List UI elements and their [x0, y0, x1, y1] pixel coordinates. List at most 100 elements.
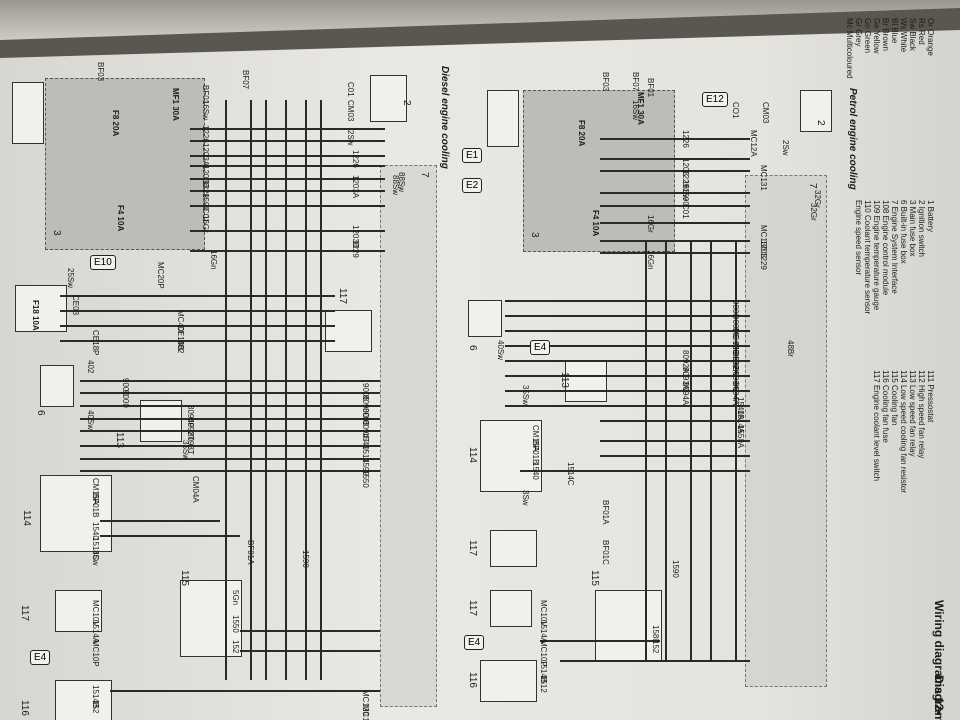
wire [285, 100, 287, 680]
colour-key-entry: Rs Red [917, 18, 926, 45]
component-key-entry: 7 Engine System Interface [890, 200, 899, 294]
wire-label: 1203A [201, 143, 210, 167]
wire [80, 392, 380, 394]
wire [190, 205, 385, 207]
wire [600, 440, 750, 442]
wire-label: 1229 [759, 252, 768, 270]
comp-num-115-petrol: 117 [467, 600, 478, 616]
earth-tag-e2: E2 [462, 178, 483, 193]
comp-num-2-petrol: 2 [815, 120, 826, 126]
colour-key-entry: Gn Green [863, 18, 872, 54]
wire-label: CM04A [191, 476, 200, 503]
component-key-entry: 3 Main fuse box [908, 200, 917, 257]
diesel-main-fuse-box [45, 78, 205, 250]
wire [645, 240, 647, 660]
wire-label: 1550 [231, 615, 240, 633]
wire [690, 240, 692, 660]
wire [240, 630, 380, 632]
comp-num-115-diesel: 117 [19, 605, 30, 621]
wire [80, 418, 380, 420]
petrol-fan-fuse [490, 530, 537, 567]
petrol-battery [487, 90, 519, 147]
component-key-entry: 117 Engine coolant level switch [872, 370, 881, 482]
wire-label: 16Gn [646, 250, 655, 270]
wire [505, 390, 750, 392]
wire [320, 100, 322, 680]
wire [190, 250, 385, 252]
wire-label: 1512 [539, 675, 548, 693]
wire-label: 1550A [736, 425, 745, 449]
diesel-coolant-level-switch [325, 310, 372, 352]
comp-num-117-diesel: 117 [337, 288, 348, 304]
wire [505, 330, 750, 332]
wire-label: 32Gr [813, 190, 822, 208]
comp-num-112-petrol: 114 [467, 447, 478, 463]
diesel-fuse-f4: F4 10A [116, 205, 125, 232]
wire-label: 1580 [651, 625, 660, 643]
wire-label: CE18P [91, 330, 100, 356]
component-key-entry: 2 Ignition switch [917, 200, 926, 257]
comp-num-111-petrol: 113 [559, 372, 570, 388]
wire [190, 190, 385, 192]
wire [265, 100, 267, 680]
wire [505, 300, 750, 302]
petrol-fuse-mf1: MF1 30A [636, 92, 645, 125]
comp-num-114-diesel: 116 [19, 700, 30, 716]
component-key-entry: 110 Coolant temperature sensor [863, 200, 872, 315]
comp-num-113-petrol: 115 [589, 570, 600, 586]
wire [600, 170, 750, 172]
page-header-right-title: Diagram [932, 675, 946, 720]
comp-num-7-diesel: 7 [419, 172, 430, 178]
wire [80, 430, 380, 432]
wire-label: BF01B [91, 493, 100, 518]
wire [190, 230, 385, 232]
wire-label: 35Sw [521, 385, 530, 406]
wire [505, 405, 750, 407]
comp-num-113-diesel: 115 [179, 570, 190, 586]
wire-label: 2Sw [346, 130, 355, 146]
colour-key-entry: Gr Grey [854, 18, 863, 47]
earth-tag-e4-petrol-fan: E4 [464, 635, 485, 650]
wire-label: 1550 [361, 470, 370, 488]
comp-num-112-diesel: 114 [21, 510, 32, 526]
petrol-engine-system-interface [745, 175, 827, 687]
wire-label: C01 [681, 204, 690, 219]
petrol-ignition-switch [800, 90, 832, 132]
wire-label: 16Gn [209, 250, 218, 270]
comp-num-6-petrol: 6 [467, 345, 478, 351]
wire-label: BF01B [531, 440, 540, 465]
wire-label: 1226 [681, 130, 690, 148]
wire [80, 405, 380, 407]
wire-label: BF03 [601, 72, 610, 92]
wire-label: BF07 [631, 72, 640, 92]
diesel-high-speed-relay [40, 475, 112, 552]
wire-label: C01 [346, 82, 355, 97]
wire-label: 40Sw [496, 340, 505, 361]
comp-num-3-petrol: 3 [529, 232, 540, 238]
wire [60, 325, 335, 327]
wire [190, 178, 385, 180]
wire [600, 240, 750, 242]
wire [80, 445, 380, 447]
diesel-fuse-f18: F18 10A [31, 300, 40, 331]
wire-label: MC10P [91, 640, 100, 667]
petrol-fuse-f4: F4 10A [591, 210, 600, 237]
wire-label: 1540 [531, 462, 540, 480]
wire-label: BF07 [241, 70, 250, 90]
diesel-engine-system-interface [380, 165, 437, 707]
wire [520, 470, 750, 472]
wire [600, 138, 750, 140]
wire [665, 240, 667, 660]
wire [100, 520, 220, 522]
petrol-section-title: Petrol engine cooling [847, 88, 858, 190]
wire [110, 690, 380, 692]
wire-label: 1229 [351, 240, 360, 258]
wire [600, 455, 750, 457]
upper-page-edge [0, 0, 960, 40]
component-key-entry: 111 Pressostat [926, 370, 935, 423]
wire [600, 205, 750, 207]
petrol-high-speed-relay [480, 420, 542, 492]
diesel-battery [12, 82, 44, 144]
diesel-fuse-f8: F8 20A [111, 110, 120, 137]
